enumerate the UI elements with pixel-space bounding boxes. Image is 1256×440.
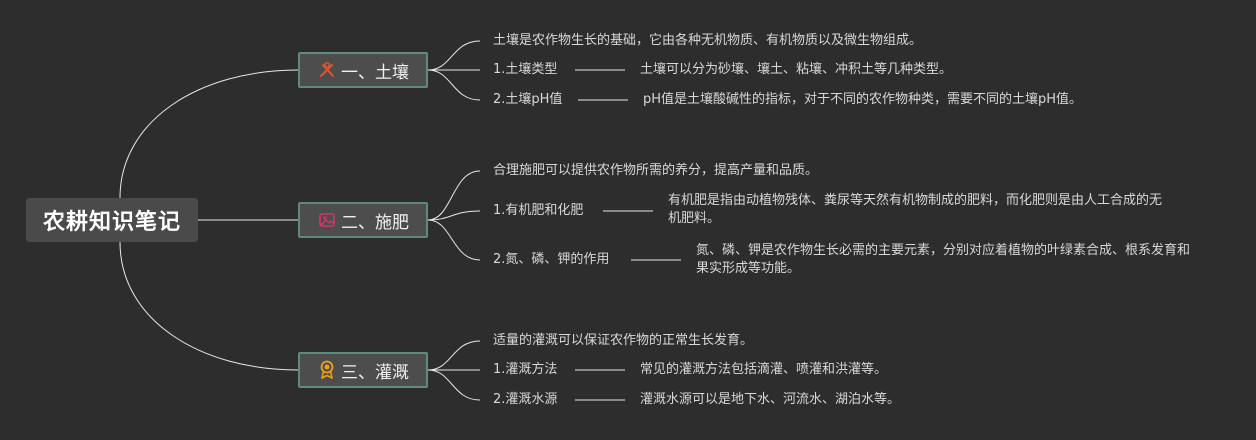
connector-root-branch-3 (119, 241, 299, 371)
connector-root-branch-1 (119, 69, 299, 199)
connector-b2-intro (427, 170, 481, 221)
root-title: 农耕知识笔记 (42, 210, 181, 235)
connector-b3-intro (427, 340, 481, 371)
irrigation-source-label: 2.灌溉水源 (493, 392, 558, 407)
fertilizer-type-label: 1.有机肥和化肥 (493, 203, 584, 218)
soil-type-detail: 土壤可以分为砂壤、壤土、粘壤、冲积土等几种类型。 (640, 62, 953, 77)
connector-b2-item2 (427, 219, 481, 261)
irrigation-method-detail: 常见的灌溉方法包括滴灌、喷灌和洪灌等。 (640, 362, 888, 377)
connector-b2-item1 (427, 210, 481, 221)
connector-b1-intro (427, 40, 481, 71)
branch-label: 一、土壤 (341, 62, 409, 83)
branch-node-irrigation[interactable]: 三、灌溉 (298, 352, 428, 388)
irrigation-method-label: 1.灌溉方法 (493, 362, 558, 377)
soil-intro: 土壤是农作物生长的基础，它由各种无机物质、有机物质以及微生物组成。 (493, 33, 923, 48)
crossed-tools-icon (317, 60, 337, 80)
branch-node-soil[interactable]: 一、土壤 (298, 52, 428, 88)
branch-node-fertilizer[interactable]: 二、施肥 (298, 202, 428, 238)
root-node[interactable]: 农耕知识笔记 (26, 198, 198, 242)
npk-detail: 氮、磷、钾是农作物生长必需的主要元素，分别对应着植物的叶绿素合成、根系发育和果实… (696, 243, 1191, 276)
connector-b1-item2 (427, 69, 481, 101)
irrigation-source-detail: 灌溉水源可以是地下水、河流水、湖泊水等。 (640, 392, 901, 407)
soil-ph-label: 2.土壤pH值 (493, 92, 563, 107)
connector-b3-item2 (427, 369, 481, 401)
landscape-photo-icon (317, 210, 337, 230)
award-badge-icon (317, 360, 337, 380)
npk-label: 2.氮、磷、钾的作用 (493, 252, 610, 267)
irrigation-intro: 适量的灌溉可以保证农作物的正常生长发育。 (493, 333, 754, 348)
soil-type-label: 1.土壤类型 (493, 62, 558, 77)
branch-label: 二、施肥 (341, 212, 409, 233)
soil-ph-detail: pH值是土壤酸碱性的指标，对于不同的农作物种类，需要不同的土壤pH值。 (643, 92, 1083, 107)
fertilizer-intro: 合理施肥可以提供农作物所需的养分，提高产量和品质。 (493, 163, 819, 178)
fertilizer-type-detail: 有机肥是指由动植物残体、粪尿等天然有机物制成的肥料，而化肥则是由人工合成的无机肥… (668, 193, 1163, 226)
branch-label: 三、灌溉 (341, 362, 409, 383)
